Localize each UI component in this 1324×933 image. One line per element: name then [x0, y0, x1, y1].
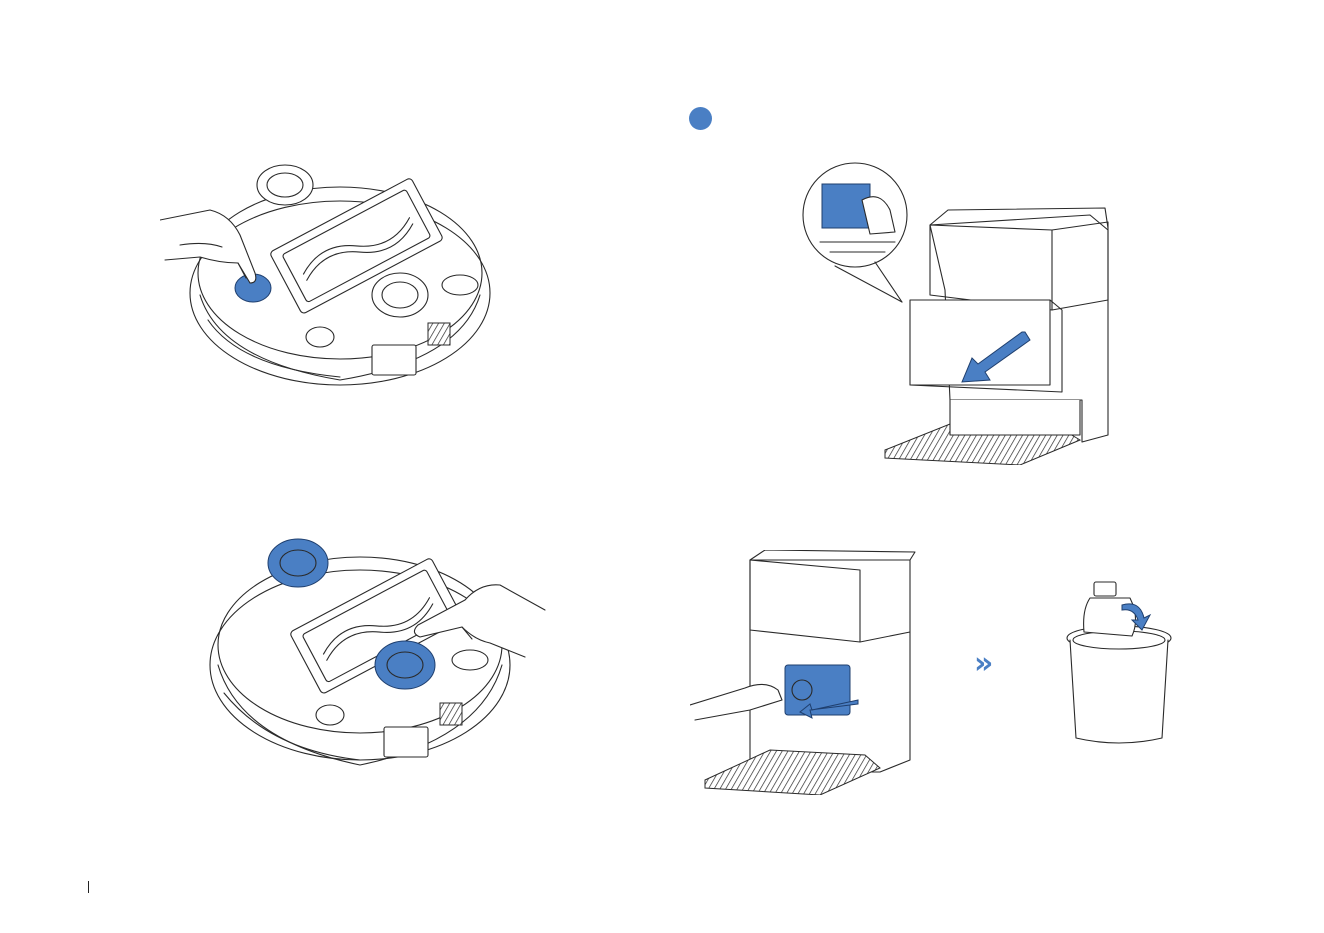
step-marker-icon — [689, 107, 712, 130]
base-station-cover-figure — [800, 160, 1120, 465]
wheel-left-icon — [257, 165, 313, 205]
trash-bin-icon — [1067, 626, 1171, 743]
robot-wheels-figure — [200, 515, 550, 785]
base-station-bag-figure — [690, 550, 920, 795]
dust-bag-icon — [785, 665, 850, 715]
double-chevron-icon: » — [974, 649, 984, 679]
page-edge-marker — [88, 881, 89, 893]
wheel-right-icon — [372, 273, 428, 317]
trash-bin-figure — [1062, 570, 1177, 745]
robot-side-brush-figure — [160, 145, 500, 395]
magnifier-inset-icon — [803, 163, 907, 302]
wheel-right-icon — [375, 641, 435, 689]
wheel-left-icon — [268, 539, 328, 587]
